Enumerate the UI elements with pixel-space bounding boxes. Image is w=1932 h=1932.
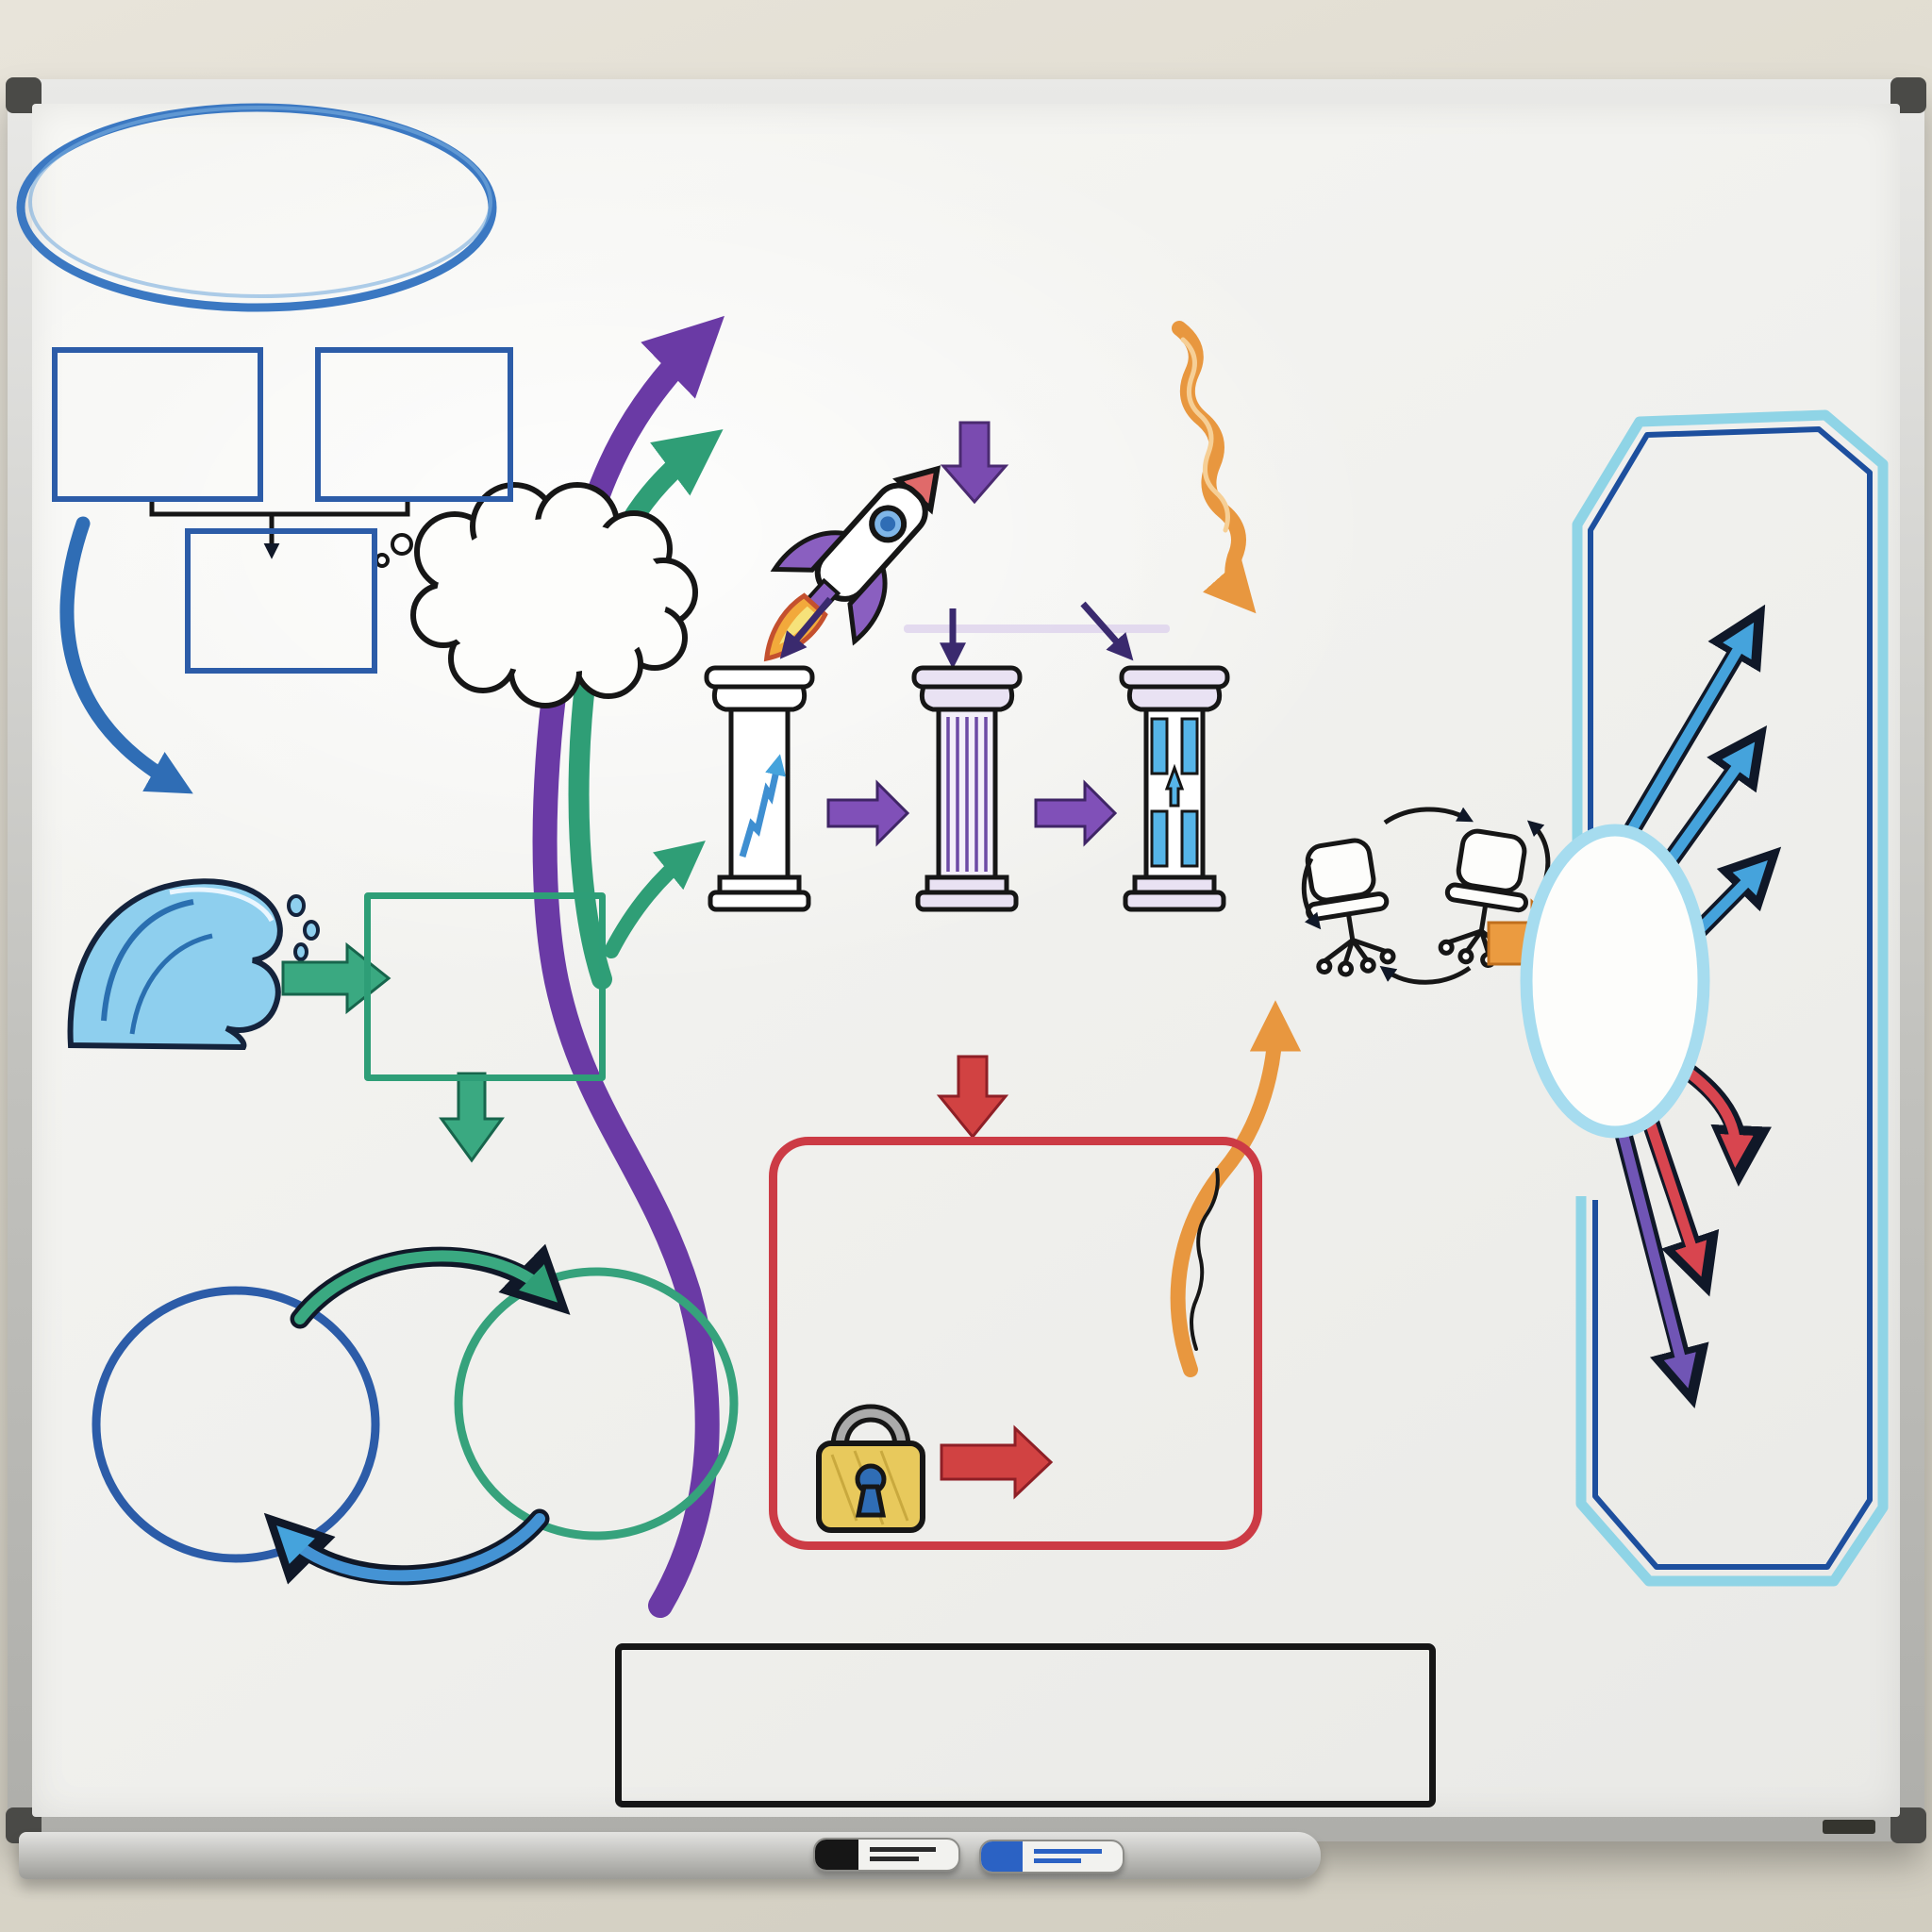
blue-marker [979,1840,1124,1874]
trizetto-box [769,1137,1262,1550]
nasdaq-ipo-box [364,892,606,1081]
dun-bradstreet-box [52,347,263,502]
black-marker [813,1838,960,1872]
dbss-box [185,528,377,674]
marker-tray [19,1832,1321,1879]
frame-logo [1823,1820,1875,1834]
satyam-box [315,347,513,502]
lesson-box [615,1643,1436,1807]
whiteboard-surface [32,104,1900,1817]
